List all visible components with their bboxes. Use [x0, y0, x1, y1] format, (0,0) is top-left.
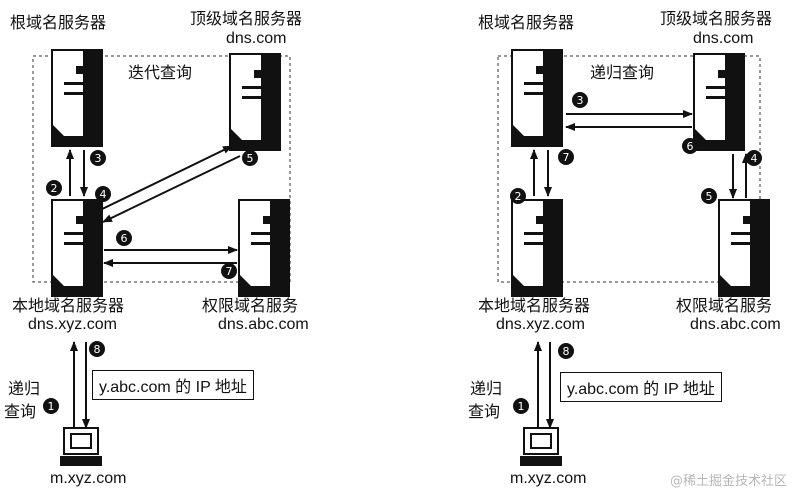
right-mode-label: 递归查询	[590, 63, 655, 82]
left-step-6: 6	[121, 232, 128, 245]
right-local-host: dns.xyz.com	[496, 316, 585, 333]
left-tld-server-icon	[229, 53, 281, 151]
left-step-2: 2	[51, 182, 58, 195]
left-step-badge-1	[43, 398, 59, 414]
right-step-4: 4	[751, 152, 758, 165]
left-step-badge-7	[221, 263, 237, 279]
right-step-badge-8	[558, 343, 574, 359]
left-step-badges: 1 2 3 4 5 6 7 8	[43, 150, 258, 414]
right-client-host: m.xyz.com	[510, 470, 587, 487]
left-step-badge-8	[89, 341, 105, 357]
right-step-badge-1	[513, 398, 529, 414]
right-dashed-frame	[497, 55, 761, 283]
right-step-badges: 1 2 3 4 5 6 7 8	[510, 92, 762, 414]
left-step-badge-5	[242, 150, 258, 166]
right-recursive-label-1: 递归	[470, 379, 503, 398]
right-local-server-icon	[511, 199, 563, 297]
left-step-8: 8	[94, 343, 101, 356]
right-tld-label: 顶级域名服务器	[660, 9, 773, 28]
right-step-7: 7	[563, 151, 570, 164]
left-step-5: 5	[247, 152, 254, 165]
left-step-7: 7	[226, 265, 233, 278]
right-step-8: 8	[563, 345, 570, 358]
right-step-badge-5	[701, 188, 717, 204]
left-dashed-frame	[32, 55, 291, 283]
left-client-host: m.xyz.com	[50, 470, 127, 487]
right-client-pc-icon	[519, 427, 563, 467]
left-step-4: 4	[100, 188, 107, 201]
left-local-server-icon	[51, 199, 103, 297]
right-tld-server-icon	[693, 53, 745, 151]
watermark: @稀土掘金技术社区	[670, 474, 788, 489]
right-panel: 1 2 3 4 5 6 7 8	[497, 49, 770, 467]
right-step-1: 1	[518, 400, 525, 413]
right-tld-host: dns.com	[693, 30, 754, 47]
left-step-badge-6	[116, 230, 132, 246]
left-step-badge-4	[95, 186, 111, 202]
left-tld-host: dns.com	[226, 30, 287, 47]
left-step-badge-3	[90, 150, 106, 166]
left-tld-label: 顶级域名服务器	[190, 9, 303, 28]
right-local-label: 本地域名服务器	[478, 296, 591, 315]
right-step-badge-6	[682, 138, 698, 154]
left-local-host: dns.xyz.com	[28, 316, 117, 333]
left-step-1: 1	[48, 400, 55, 413]
left-auth-label: 权限域名服务	[202, 296, 299, 315]
right-recursive-label-2: 查询	[468, 402, 501, 421]
left-root-label: 根域名服务器	[10, 13, 107, 32]
left-local-label: 本地域名服务器	[12, 296, 125, 315]
right-root-server-icon	[511, 49, 563, 147]
left-auth-host: dns.abc.com	[218, 316, 309, 333]
right-answer-box: y.abc.com 的 IP 地址	[560, 372, 722, 402]
left-auth-server-icon	[238, 199, 290, 297]
left-recursive-label-1: 递归	[8, 379, 41, 398]
left-recursive-label-2: 查询	[4, 402, 37, 421]
left-answer-box: y.abc.com 的 IP 地址	[92, 370, 254, 400]
right-step-badge-2	[510, 188, 526, 204]
right-auth-server-icon	[718, 199, 770, 297]
left-step-badge-2	[46, 180, 62, 196]
right-step-badge-7	[558, 149, 574, 165]
left-step-3: 3	[95, 152, 102, 165]
left-panel: 1 2 3 4 5 6 7 8	[32, 49, 291, 467]
right-auth-label: 权限域名服务	[676, 296, 773, 315]
left-client-pc-icon	[59, 427, 103, 467]
right-step-5: 5	[706, 190, 713, 203]
right-step-badge-3	[572, 92, 588, 108]
right-root-label: 根域名服务器	[478, 13, 575, 32]
right-step-2: 2	[515, 190, 522, 203]
right-auth-host: dns.abc.com	[690, 316, 781, 333]
left-mode-label: 迭代查询	[128, 63, 193, 82]
right-step-3: 3	[577, 94, 584, 107]
right-step-6: 6	[687, 140, 694, 153]
right-step-badge-4	[746, 150, 762, 166]
left-root-server-icon	[51, 49, 103, 147]
